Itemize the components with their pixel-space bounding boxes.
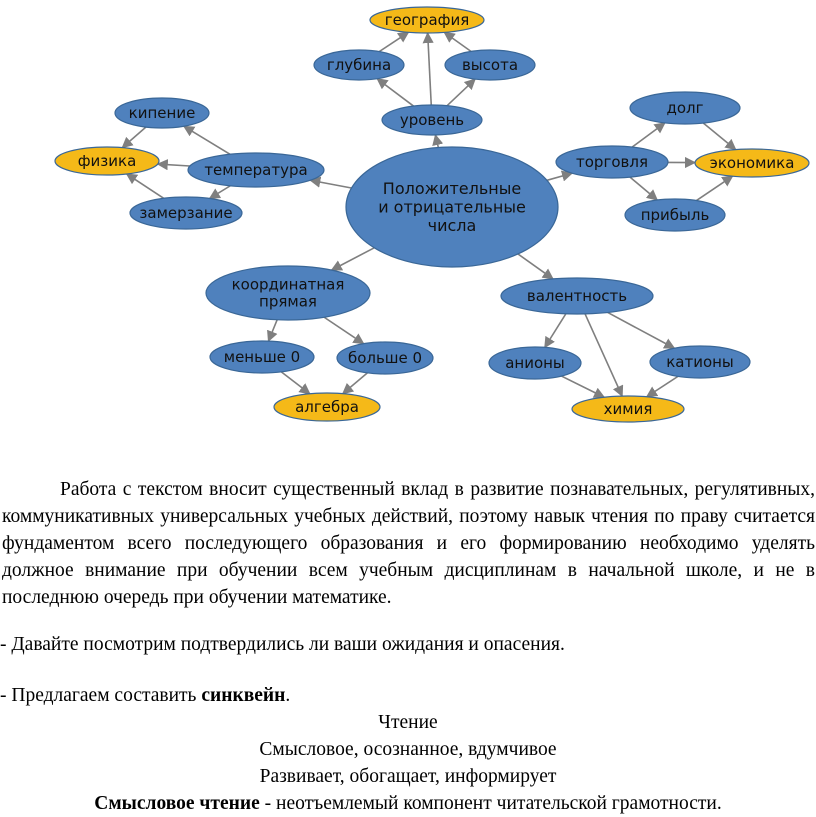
node-fizika: физика xyxy=(55,147,159,175)
line-expectations: - Давайте посмотрим подтвердились ли ваш… xyxy=(0,631,816,658)
cinquain-l4-bold: Смысловое чтение xyxy=(94,793,259,814)
node-bolshe: больше 0 xyxy=(337,342,433,374)
node-label-valentnost: валентность xyxy=(527,287,627,305)
node-glubina: глубина xyxy=(314,50,404,80)
arrow-menshe-to-algebra xyxy=(281,372,309,394)
cinquain-line-1: Чтение xyxy=(0,709,816,736)
node-label-dolg: долг xyxy=(666,99,703,117)
node-label-fizika: физика xyxy=(78,152,137,170)
node-label-vysota: высота xyxy=(462,56,518,74)
arrow-center-to-valentnost xyxy=(518,254,553,279)
arrow-temperatura-to-zamerzanie xyxy=(210,186,231,199)
node-label-kationy: катионы xyxy=(666,353,734,371)
arrow-kipenie-to-fizika xyxy=(122,127,146,148)
node-kipenie: кипение xyxy=(115,98,209,128)
node-label-zamerzanie: замерзание xyxy=(139,204,232,222)
node-label-himiya: химия xyxy=(604,400,653,418)
node-torgovlya: торговля xyxy=(556,146,668,178)
node-aniony: анионы xyxy=(489,347,581,379)
arrow-uroven-to-glubina xyxy=(377,79,413,106)
arrow-temperatura-to-fizika xyxy=(158,164,190,166)
arrow-kationy-to-himiya xyxy=(647,376,678,396)
node-label-temperatura: температура xyxy=(204,161,307,179)
node-label-menshe: меньше 0 xyxy=(224,348,300,366)
arrow-dolg-to-ekonomika xyxy=(703,123,735,150)
node-label-center: и отрицательные xyxy=(378,198,526,217)
arrow-center-to-torgovlya xyxy=(547,173,572,180)
node-algebra: алгебра xyxy=(274,393,380,421)
node-label-center: числа xyxy=(428,216,477,235)
arrow-aniony-to-himiya xyxy=(561,376,604,397)
text-block: Работа с текстом вносит существенный вкл… xyxy=(0,476,816,817)
node-label-koord: координатная xyxy=(232,275,345,293)
node-pribyl: прибыль xyxy=(625,199,725,231)
node-label-torgovlya: торговля xyxy=(576,153,648,171)
node-dolg: долг xyxy=(630,92,740,124)
node-geografiya: география xyxy=(370,7,484,33)
node-valentnost: валентность xyxy=(501,278,653,314)
arrow-temperatura-to-kipenie xyxy=(184,126,230,154)
arrow-center-to-koord xyxy=(332,248,375,270)
arrow-vysota-to-geografiya xyxy=(444,32,471,51)
line-cinquain-offer: - Предлагаем составить синквейн. xyxy=(0,682,816,709)
cinquain-l4-rest: - неотъемлемый компонент читательской гр… xyxy=(260,793,722,814)
node-label-koord: прямая xyxy=(259,293,317,311)
arrow-koord-to-bolshe xyxy=(324,317,363,343)
cinquain-line-3: Развивает, обогащает, информирует xyxy=(0,763,816,790)
node-temperatura: температура xyxy=(188,153,324,187)
arrow-torgovlya-to-pribyl xyxy=(630,177,657,200)
node-label-center: Положительные xyxy=(383,179,521,198)
arrow-koord-to-menshe xyxy=(268,320,277,341)
node-label-geografiya: география xyxy=(385,11,469,29)
arrow-pribyl-to-ekonomika xyxy=(696,176,732,200)
node-label-algebra: алгебра xyxy=(295,398,359,416)
node-label-kipenie: кипение xyxy=(129,104,196,122)
offer-suffix: . xyxy=(285,685,290,706)
arrow-torgovlya-to-dolg xyxy=(632,123,665,147)
node-uroven: уровень xyxy=(382,105,482,135)
node-zamerzanie: замерзание xyxy=(130,197,242,229)
node-label-uroven: уровень xyxy=(400,111,464,129)
cinquain-line-2: Смысловое, осознанное, вдумчивое xyxy=(0,736,816,763)
arrow-glubina-to-geografiya xyxy=(379,32,408,51)
arrow-center-to-uroven xyxy=(435,135,438,148)
node-label-aniony: анионы xyxy=(505,354,565,372)
node-ekonomika: экономика xyxy=(695,149,809,177)
node-label-ekonomika: экономика xyxy=(710,154,795,172)
arrow-valentnost-to-kationy xyxy=(608,312,675,348)
node-vysota: высота xyxy=(445,50,535,80)
node-label-pribyl: прибыль xyxy=(641,206,710,224)
arrow-bolshe-to-algebra xyxy=(343,373,368,394)
offer-prefix: - Предлагаем составить xyxy=(0,685,201,706)
arrow-uroven-to-vysota xyxy=(447,79,475,106)
node-menshe: меньше 0 xyxy=(210,341,314,373)
offer-bold: синквейн xyxy=(201,685,285,706)
node-kationy: катионы xyxy=(650,346,750,378)
arrow-valentnost-to-aniony xyxy=(545,314,566,348)
node-label-bolshe: больше 0 xyxy=(348,349,422,367)
node-label-glubina: глубина xyxy=(327,56,391,74)
cinquain-line-4: Смысловое чтение - неотъемлемый компонен… xyxy=(0,790,816,817)
arrow-center-to-temperatura xyxy=(310,180,351,188)
arrow-uroven-to-geografiya xyxy=(428,33,432,105)
node-himiya: химия xyxy=(572,396,684,422)
arrow-zamerzanie-to-fizika xyxy=(127,174,164,198)
arrow-valentnost-to-himiya xyxy=(585,314,622,396)
paragraph: Работа с текстом вносит существенный вкл… xyxy=(0,476,816,611)
